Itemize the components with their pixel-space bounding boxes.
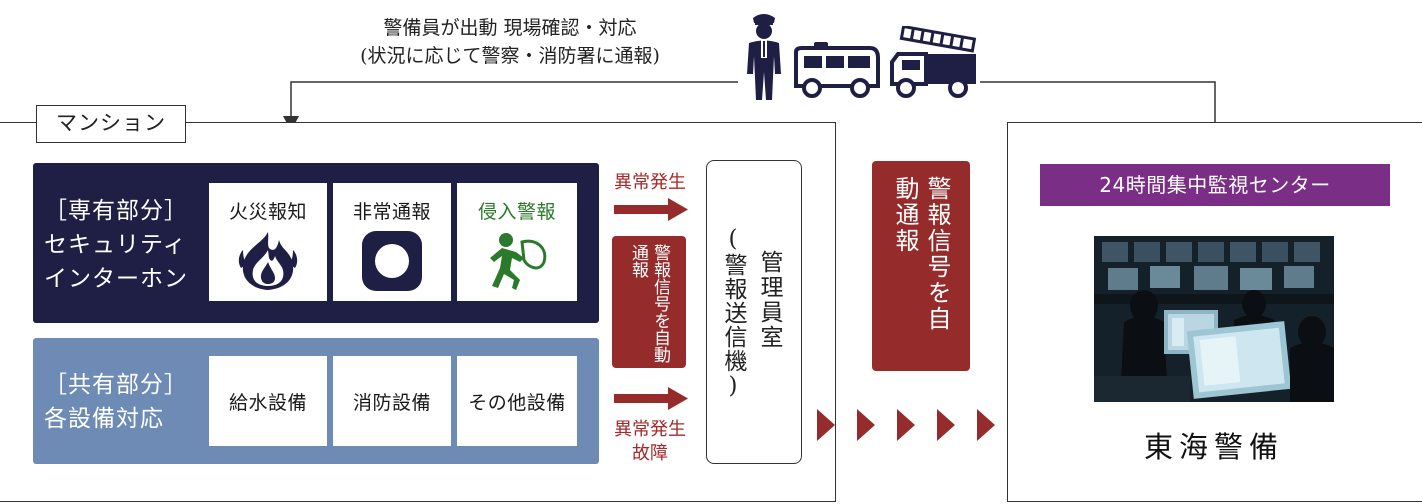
mansion-title: マンション: [36, 105, 186, 143]
dispatch-line1: 警備員が出動 現場確認・対応: [383, 17, 637, 39]
water-supply-box: 給水設備: [209, 356, 327, 446]
manager-room-sub: (警報送信機): [720, 226, 746, 400]
private-label-line3: インターホン: [44, 266, 188, 292]
auto-signal-big-text: 警報信号を自動通報: [891, 176, 951, 332]
emergency-button-icon: [362, 231, 422, 291]
common-label-line1: ［共有部分］: [44, 372, 188, 398]
intruder-icon: [490, 233, 547, 290]
dispatch-line2: (状況に応じて警察・消防署に通報): [360, 45, 660, 67]
auto-signal-small-box: [612, 236, 686, 368]
common-panel-label: ［共有部分］ 各設備対応: [44, 368, 204, 436]
manager-room-box: [706, 160, 802, 464]
other-equipment-box: その他設備: [457, 356, 577, 446]
dispatch-text: 警備員が出動 現場確認・対応 (状況に応じて警察・消防署に通報): [300, 14, 720, 70]
ambulance-icon: [794, 42, 880, 98]
emergency-call-box: 非常通報: [333, 183, 451, 301]
arrow-right-bottom: [614, 387, 688, 410]
other-equipment-label: その他設備: [468, 391, 566, 414]
private-panel-label: ［専有部分］ セキュリティ インターホン: [44, 194, 204, 296]
chevron-arrows: [817, 409, 995, 441]
intrusion-alarm-label: 侵入警報: [477, 201, 556, 223]
fire-icon: [238, 232, 298, 290]
fire-alarm-box: 火災報知: [209, 183, 327, 301]
guard-icon: [747, 14, 781, 100]
monitoring-room-photo: [1094, 236, 1334, 402]
fire-equipment-label: 消防設備: [352, 391, 431, 414]
manager-room-title: 管理員室: [756, 250, 782, 350]
arrow-right-top: [614, 198, 688, 221]
auto-signal-small-text: 警報信号を自動通報: [628, 244, 670, 363]
abnormal-bottom-line1: 異常発生: [614, 419, 686, 440]
private-label-line1: ［専有部分］: [44, 198, 188, 224]
intrusion-alarm-box: 侵入警報: [457, 183, 577, 301]
center-title: 24時間集中監視センター: [1040, 164, 1390, 206]
water-supply-label: 給水設備: [228, 391, 307, 414]
auto-signal-big-box: [872, 161, 970, 371]
abnormal-bottom-line2: 故障: [632, 443, 668, 464]
common-label-line2: 各設備対応: [44, 406, 164, 432]
emergency-call-label: 非常通報: [352, 201, 431, 223]
abnormal-top-label: 異常発生: [614, 172, 686, 193]
abnormal-bottom-label: 異常発生 故障: [604, 418, 696, 466]
private-label-line2: セキュリティ: [44, 232, 187, 258]
fire-alarm-label: 火災報知: [228, 201, 307, 223]
fire-truck-icon: [890, 26, 977, 98]
company-name: 東海警備: [1143, 430, 1284, 464]
fire-equipment-box: 消防設備: [333, 356, 451, 446]
